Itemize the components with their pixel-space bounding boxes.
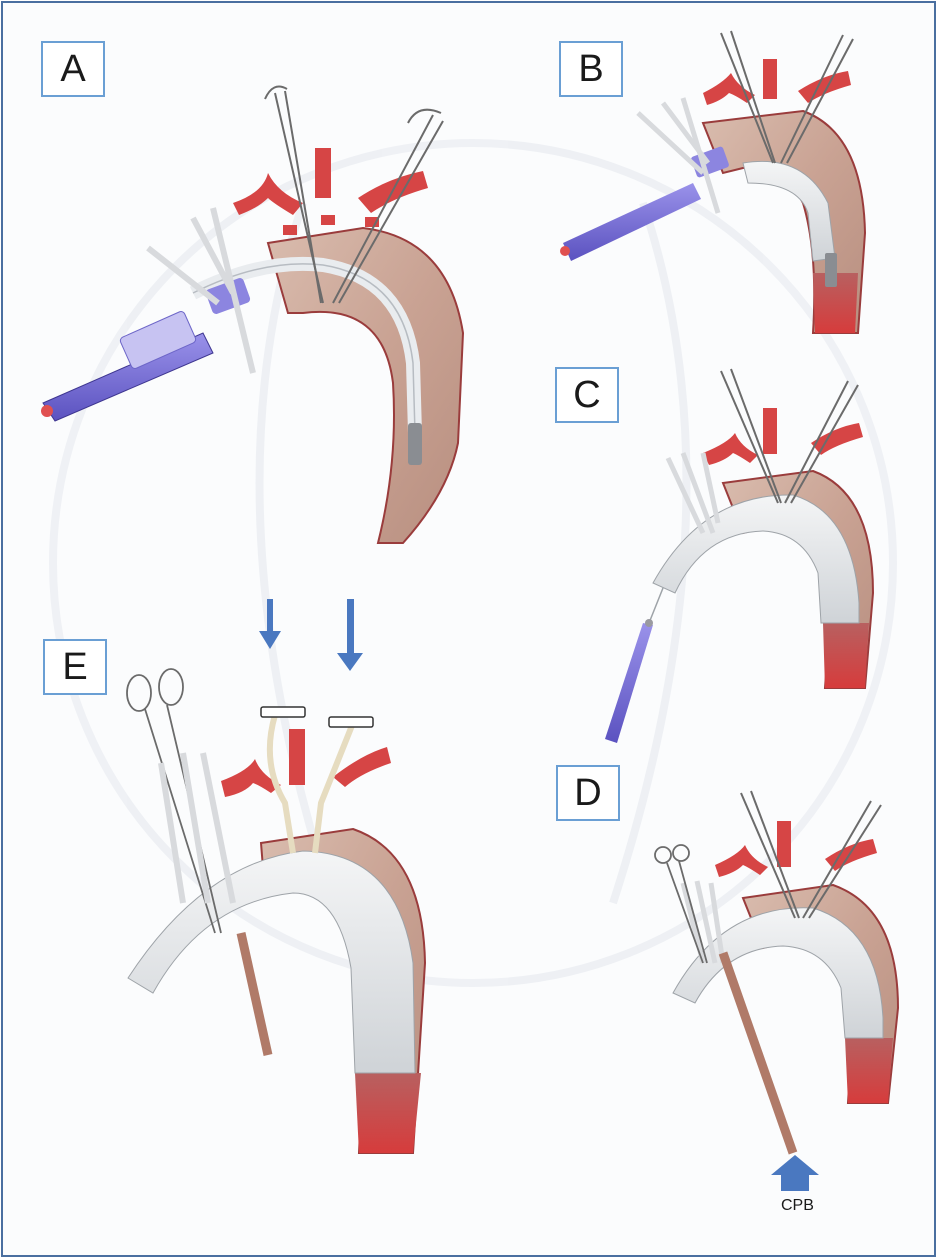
- up-arrow-icon: [771, 1155, 819, 1191]
- panel-a-illustration: [41, 87, 463, 543]
- branch-vessel: [233, 173, 303, 215]
- stent-tip: [825, 253, 837, 287]
- delivery-device: [605, 619, 653, 743]
- stent-graft: [128, 851, 415, 1073]
- stent-tip: [408, 423, 422, 465]
- down-arrow-icon: [259, 599, 281, 649]
- cpb-label: CPB: [781, 1197, 814, 1215]
- panel-label-d: D: [556, 765, 620, 821]
- branch-vessel: [315, 148, 331, 198]
- panel-label-c: C: [555, 367, 619, 423]
- figure-illustration: [3, 3, 936, 1257]
- panel-label-e: E: [43, 639, 107, 695]
- down-arrow-icon: [337, 599, 363, 671]
- perfusion-cannula: [723, 953, 793, 1153]
- panel-label-a: A: [41, 41, 105, 97]
- perfusion-cannula: [241, 933, 268, 1055]
- panel-c-illustration: [605, 369, 873, 743]
- panel-label-b: B: [559, 41, 623, 97]
